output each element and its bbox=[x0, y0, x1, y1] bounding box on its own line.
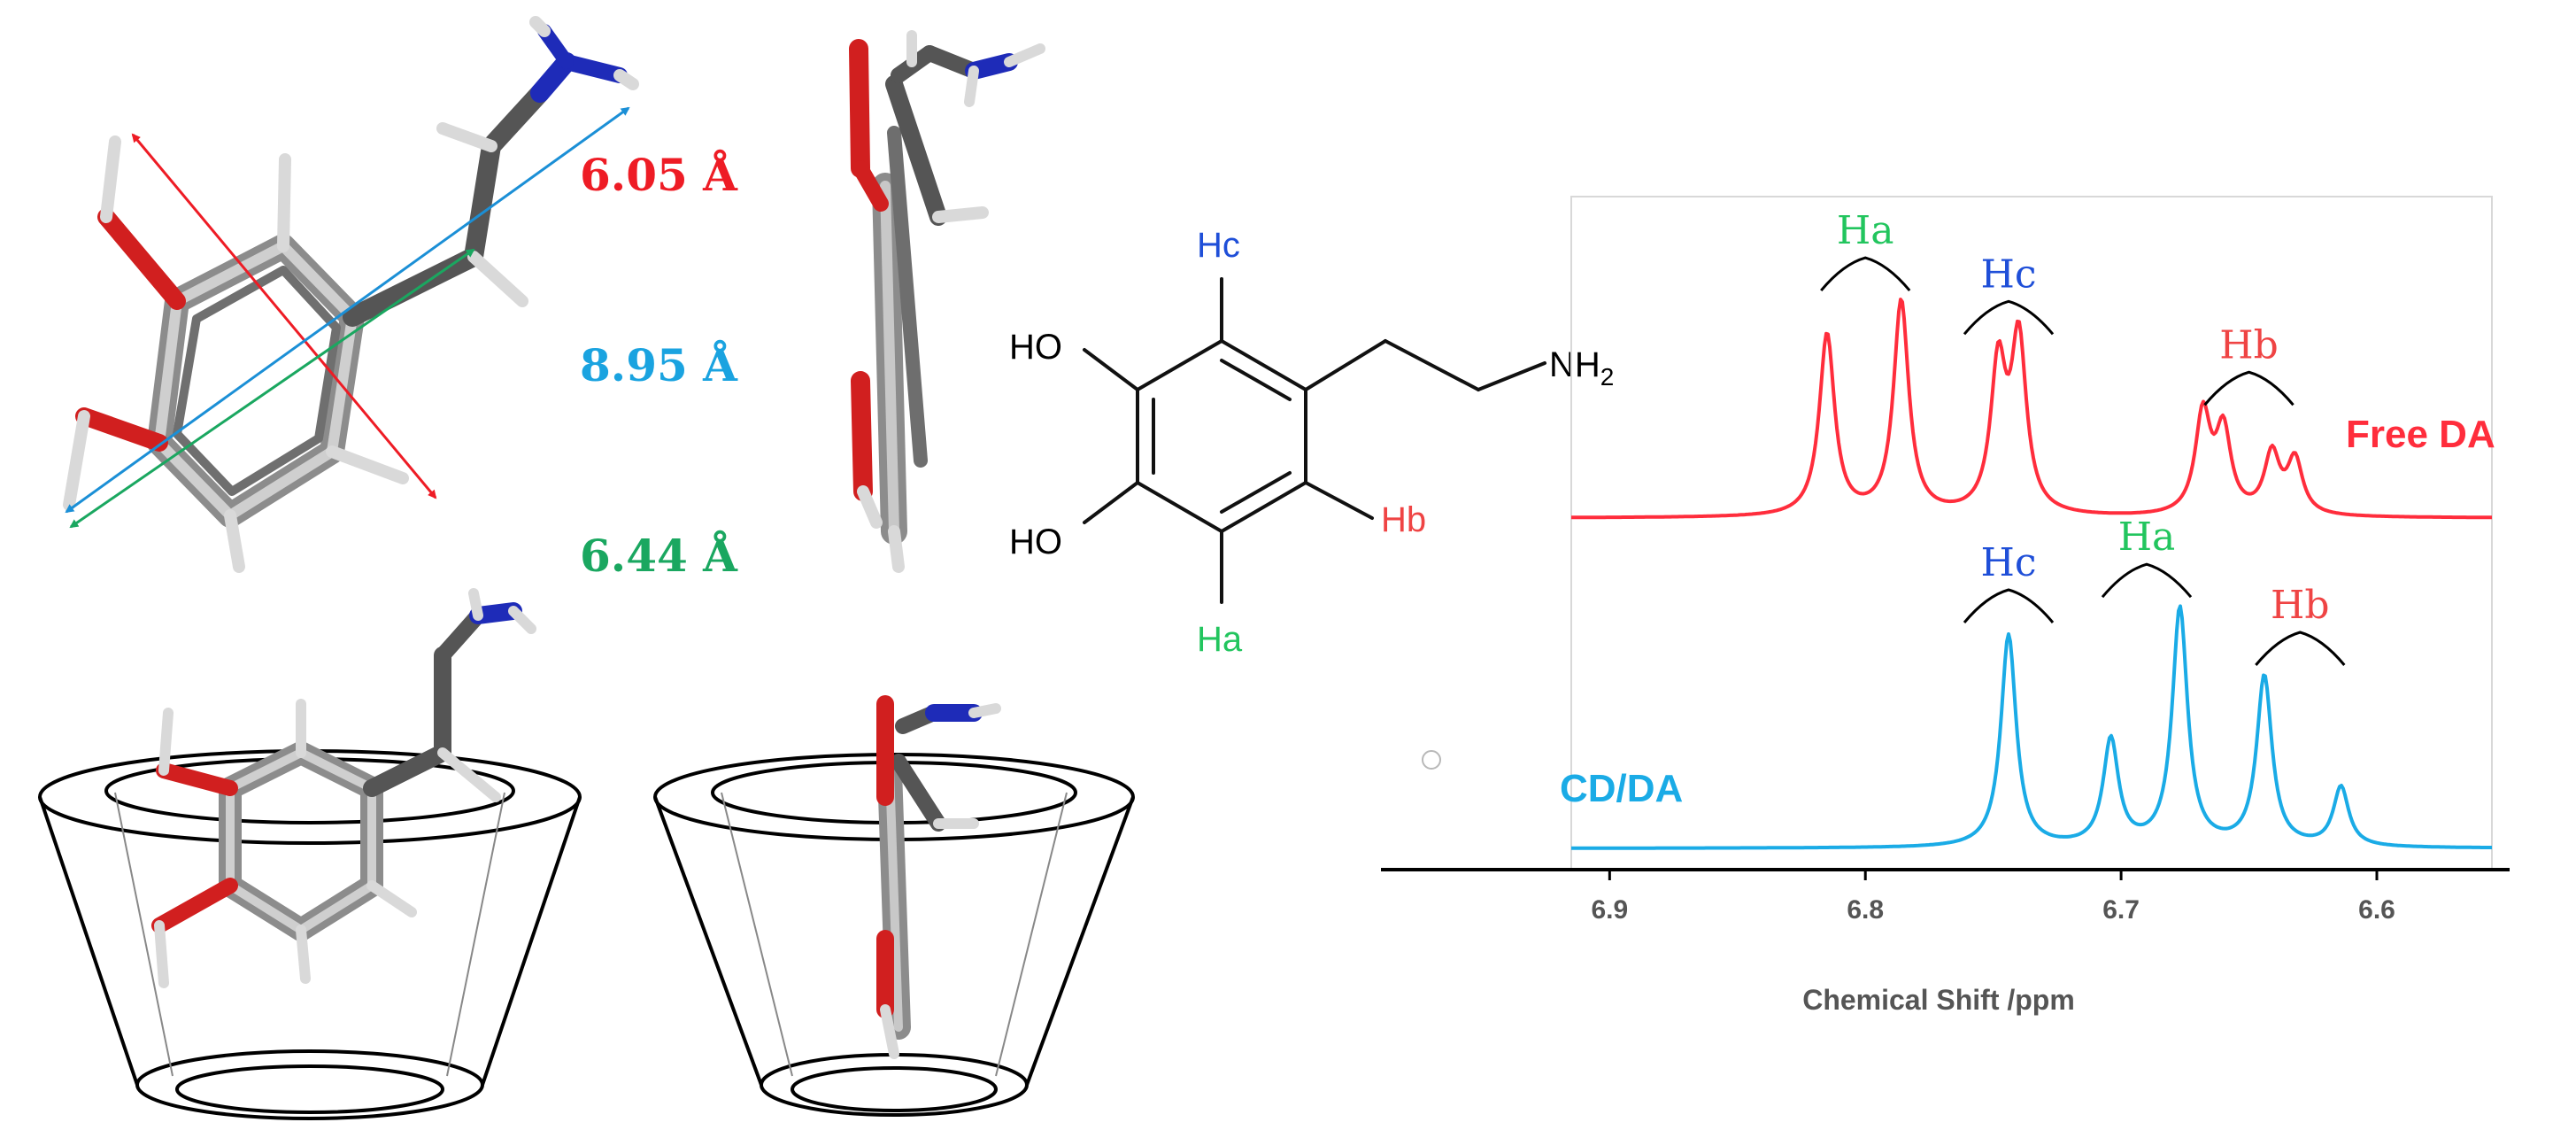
hb-structure-label: Hb bbox=[1381, 500, 1426, 539]
series-label-cd-da: CD/DA bbox=[1560, 767, 1683, 810]
dopamine-3d-edge-view bbox=[849, 30, 1045, 573]
x-tick-label: 6.6 bbox=[2358, 895, 2395, 925]
x-tick-label: 6.7 bbox=[2102, 895, 2140, 925]
dopamine-3d-face-view bbox=[63, 16, 639, 573]
peak-label-hb: Hb bbox=[2219, 322, 2279, 368]
distance-label-blue: 8.95 Å bbox=[580, 339, 738, 391]
peak-label-hc: Hc bbox=[1980, 252, 2036, 297]
peak-label-ha: Ha bbox=[1837, 208, 1894, 253]
x-tick-label: 6.9 bbox=[1591, 895, 1628, 925]
cd-dopamine-complex-face bbox=[38, 588, 582, 1120]
cd-dopamine-complex-edge bbox=[653, 695, 1135, 1117]
spectrum-line-cd-da bbox=[1571, 604, 2492, 850]
x-axis-label: Chemical Shift /ppm bbox=[1802, 984, 2075, 1016]
peak-brace bbox=[1820, 256, 1911, 292]
peak-brace bbox=[2203, 370, 2294, 406]
peak-label-hc: Hc bbox=[1980, 540, 2036, 585]
x-tick-label: 6.8 bbox=[1847, 895, 1884, 925]
peak-brace bbox=[1963, 299, 2055, 336]
peak-brace bbox=[2101, 562, 2193, 599]
nh2-label: NH2 bbox=[1549, 345, 1614, 391]
peak-brace bbox=[1963, 588, 2055, 623]
ha-structure-label: Ha bbox=[1197, 620, 1243, 659]
peak-label-hb: Hb bbox=[2271, 583, 2330, 628]
distance-label-red: 6.05 Å bbox=[580, 149, 738, 201]
x-axis-ticks: 6.9 6.8 6.7 6.6 bbox=[1591, 870, 2395, 925]
peak-brace bbox=[2255, 631, 2346, 666]
distance-label-green: 6.44 Å bbox=[580, 530, 738, 582]
peak-label-ha: Ha bbox=[2118, 515, 2176, 560]
marker-circle bbox=[1422, 750, 1441, 770]
series-label-free-da: Free DA bbox=[2346, 413, 2495, 456]
ho-bottom-label: HO bbox=[1009, 522, 1062, 561]
ho-top-label: HO bbox=[1009, 328, 1062, 367]
spectrum-frame bbox=[1570, 196, 2493, 871]
dopamine-2d-structure bbox=[1083, 277, 1546, 604]
spectrum-line-free-da bbox=[1571, 298, 2492, 520]
hc-structure-label: Hc bbox=[1197, 226, 1240, 265]
